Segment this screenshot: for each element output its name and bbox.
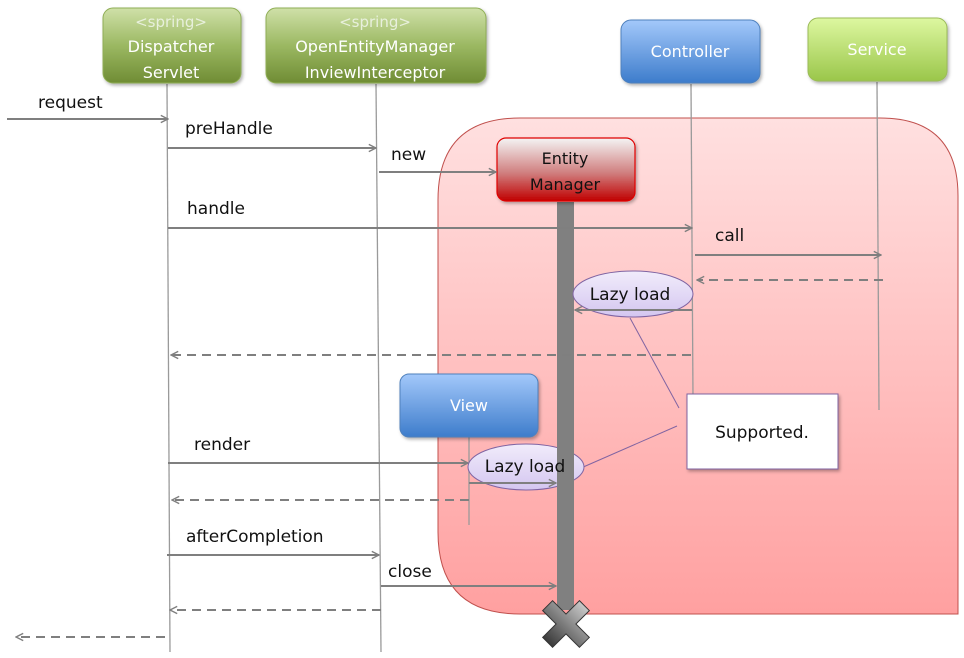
activation-bar-overlap <box>557 440 574 495</box>
prehandle-label: preHandle <box>185 119 273 139</box>
interceptor-label-line1: OpenEntityManager <box>295 37 455 56</box>
participant-controller[interactable] <box>620 19 761 84</box>
dispatcher-label-line1: Dispatcher <box>128 37 215 56</box>
entity-manager-activation-bar <box>557 202 574 610</box>
request-label: request <box>38 93 103 113</box>
entity-manager-label-line1: Entity <box>542 149 589 168</box>
lifeline-controller <box>690 83 694 399</box>
after-completion-label: afterCompletion <box>186 527 324 547</box>
render-label: render <box>194 435 250 455</box>
participant-service[interactable] <box>807 17 948 82</box>
lazy-load-bubble-1 <box>572 270 694 318</box>
dispatcher-label-line2: Servlet <box>143 63 200 82</box>
participant-entity-manager[interactable] <box>496 137 636 202</box>
participant-interceptor[interactable] <box>265 7 487 84</box>
lifeline-interceptor <box>375 83 382 653</box>
view-label: View <box>450 396 488 415</box>
note-connector-1 <box>629 317 680 409</box>
entity-manager-label-line2: Manager <box>530 175 601 194</box>
new-label: new <box>391 145 426 165</box>
lazy-load-label-1: Lazy load <box>590 285 671 305</box>
controller-label: Controller <box>651 42 730 61</box>
lazy-load-bubble-2 <box>467 443 585 491</box>
call-label: call <box>715 226 744 246</box>
handle-label: handle <box>187 199 245 219</box>
service-label: Service <box>847 40 906 59</box>
destroy-x-icon <box>541 599 591 649</box>
interceptor-stereotype: <spring> <box>339 13 411 31</box>
supported-note-text: Supported. <box>715 423 809 443</box>
dispatcher-stereotype: <spring> <box>135 13 207 31</box>
participant-dispatcher-servlet[interactable] <box>102 7 242 84</box>
lifeline-dispatcher <box>166 83 171 653</box>
close-label: close <box>388 562 432 582</box>
lifeline-service <box>876 81 880 411</box>
participant-view[interactable] <box>399 373 539 438</box>
note-connector-2 <box>580 425 678 469</box>
interceptor-label-line2: InviewInterceptor <box>305 63 446 82</box>
lazy-load-label-2: Lazy load <box>485 457 566 477</box>
supported-note <box>686 393 839 470</box>
